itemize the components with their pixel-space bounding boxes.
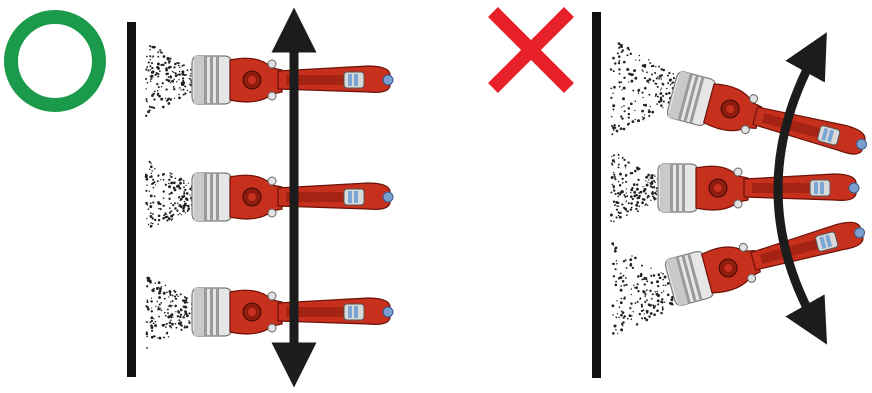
spray-cloud-left	[144, 45, 198, 349]
wall-left	[127, 22, 136, 377]
arc-motion-arrow	[773, 32, 828, 345]
spray-gun-middle	[657, 163, 860, 213]
spray-gun-top-tilted	[665, 69, 872, 170]
correct-panel	[4, 7, 394, 388]
incorrect-panel	[488, 7, 872, 378]
wall-right	[592, 12, 601, 378]
spray-cloud-right	[609, 42, 676, 335]
incorrect-cross-icon	[488, 7, 574, 93]
correct-circle-icon	[4, 10, 106, 112]
spray-gun-bottom-tilted	[663, 207, 872, 308]
